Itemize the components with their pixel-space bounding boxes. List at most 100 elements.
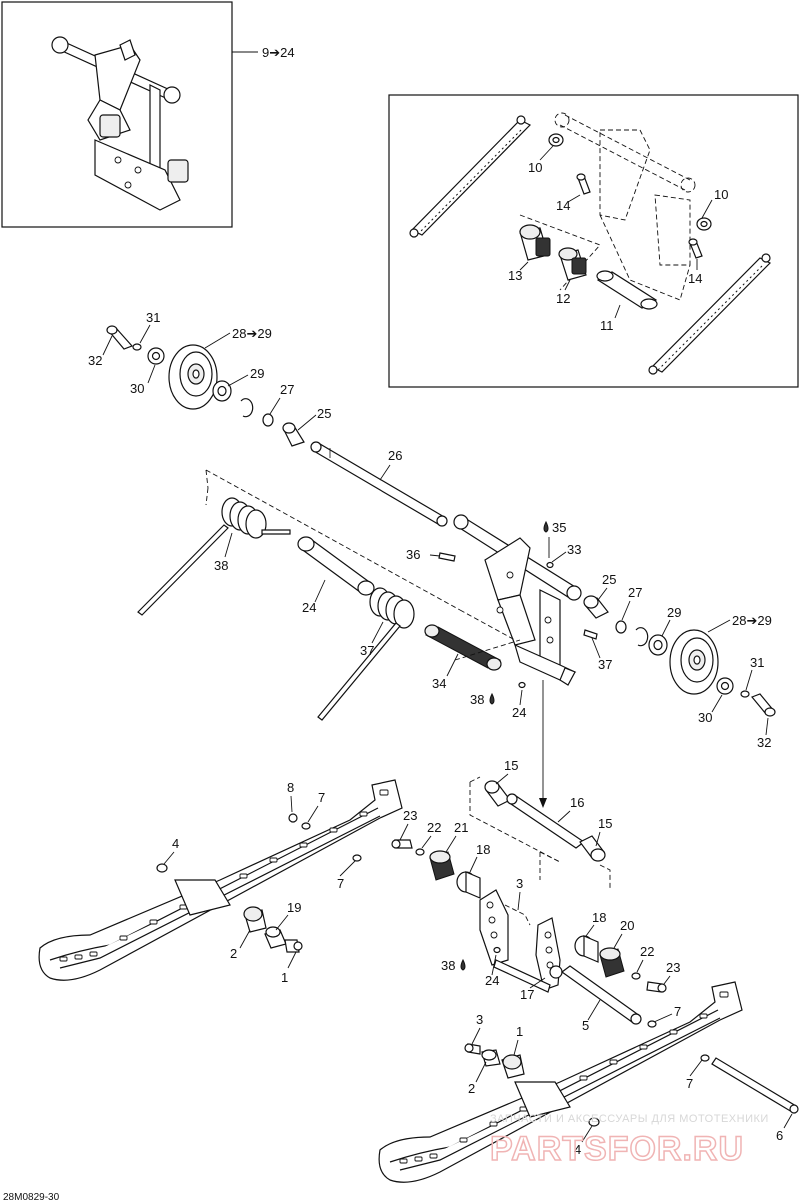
callout-36: 34	[432, 676, 446, 691]
callout-22-right: 22	[640, 944, 654, 959]
callout-31-left: 31	[146, 310, 160, 325]
callout-14-right: 14	[688, 271, 702, 286]
callout-21: 21	[454, 820, 468, 835]
overview-assembly	[51, 36, 189, 211]
grease-fitting-24-mid	[518, 681, 526, 689]
callout-14-left: 14	[556, 198, 570, 213]
bolt-3-right	[464, 1043, 481, 1055]
bolt-14-right	[688, 238, 703, 259]
callout-6: 6	[776, 1128, 783, 1143]
callout-32-right: 32	[757, 735, 771, 750]
stopper-1-right	[501, 1054, 525, 1079]
callout-4-left: 4	[172, 836, 179, 851]
callout-27-right: 27	[628, 585, 642, 600]
callout-17: 17	[520, 987, 534, 1002]
callout-24-top: 33	[567, 542, 581, 557]
callout-23-right: 23	[666, 960, 680, 975]
callout-33: 37	[360, 643, 374, 658]
callout-7-mid: 7	[337, 876, 344, 891]
callout-30-right: 30	[698, 710, 712, 725]
callout-29-right: 29	[667, 605, 681, 620]
upper-wheel-assembly-right	[583, 595, 776, 717]
callout-18-top: 18	[476, 842, 490, 857]
bolt-14-left	[576, 173, 591, 195]
callout-24-low: 24	[485, 973, 499, 988]
torsion-spring-33	[317, 587, 415, 721]
callout-16: 16	[570, 795, 584, 810]
right-slide-rail	[378, 981, 743, 1183]
nut-10-right	[696, 217, 712, 231]
front-arm	[453, 514, 582, 686]
callout-15-top: 15	[504, 758, 518, 773]
lower-shaft-16	[469, 776, 611, 890]
splined-spacer-36	[424, 624, 502, 671]
callout-38-low: 38	[441, 958, 455, 973]
washer-22-right	[631, 972, 641, 980]
callout-28-29-right: 28➔29	[732, 613, 772, 628]
stopper-21	[429, 850, 455, 881]
callout-15-right: 15	[598, 816, 612, 831]
callout-13: 13	[508, 268, 522, 283]
torsion-spring-34	[137, 497, 291, 616]
callout-28-29-left: 28➔29	[232, 326, 272, 341]
callout-20: 20	[620, 918, 634, 933]
callout-24-mid: 24	[512, 705, 526, 720]
callout-35: 24	[302, 600, 316, 615]
detail-inset: 10 10 14 14 13 12 11	[388, 94, 799, 388]
bolt-3-left	[284, 939, 303, 953]
callout-7-low: 7	[674, 1004, 681, 1019]
callout-11: 11	[600, 318, 614, 333]
bushing-2-left	[264, 926, 287, 949]
right-link-rod	[648, 253, 772, 375]
bushing-18-top	[456, 871, 481, 899]
drawing-code: 28M0829-30	[3, 1192, 60, 1203]
callout-37-right: 37	[598, 657, 612, 672]
callout-1-right: 1	[516, 1024, 523, 1039]
callout-34: 38	[214, 558, 228, 573]
callout-7-right: 7	[686, 1076, 693, 1091]
bolt-6	[711, 1057, 799, 1114]
callout-31-right: 31	[750, 655, 764, 670]
callout-27-left: 27	[280, 382, 294, 397]
grease-fitting-24-low	[493, 946, 501, 954]
callout-3-right: 3	[476, 1012, 483, 1027]
bolt-37-right	[583, 629, 598, 640]
callout-2-left: 19	[287, 900, 301, 915]
callout-19: 3	[516, 876, 523, 891]
grease-fitting-24-top	[546, 561, 554, 569]
callout-2-right: 2	[468, 1081, 475, 1096]
bushing-2-right	[481, 1049, 501, 1067]
callout-38-top: 35	[552, 520, 566, 535]
bolt-23-top	[391, 839, 413, 849]
shaft-26	[310, 441, 448, 527]
callout-9-24: 9➔24	[262, 45, 295, 60]
shaft-5	[560, 965, 642, 1025]
callout-3-left: 1	[281, 970, 288, 985]
spacer-11	[596, 270, 658, 310]
callout-18-right: 18	[592, 910, 606, 925]
watermark-logo: PARTSFOR.RU	[490, 1130, 744, 1168]
spring-tube-35	[297, 536, 375, 596]
nut-4-left	[156, 863, 168, 873]
bushing-18-right	[574, 935, 599, 963]
callout-32-left: 32	[88, 353, 102, 368]
upper-arm-ghost	[519, 112, 696, 301]
callout-4-right: 4	[574, 1142, 581, 1157]
callout-26: 26	[388, 448, 402, 463]
stopper-13	[519, 224, 551, 261]
callout-25-left: 25	[317, 406, 331, 421]
bolt-37-top	[438, 552, 456, 562]
callout-30-left: 30	[130, 381, 144, 396]
left-slide-rail	[38, 779, 403, 981]
callout-38-mid: 38	[470, 692, 484, 707]
callout-12: 12	[556, 291, 570, 306]
stopper-20	[599, 947, 625, 978]
stopper-12	[558, 247, 587, 281]
washer-22-top	[415, 848, 425, 856]
stopper-1-left	[243, 906, 267, 933]
callout-25-right: 25	[602, 572, 616, 587]
nut-4-right	[588, 1117, 600, 1127]
callout-23-top: 23	[403, 808, 417, 823]
callout-22-top: 22	[427, 820, 441, 835]
